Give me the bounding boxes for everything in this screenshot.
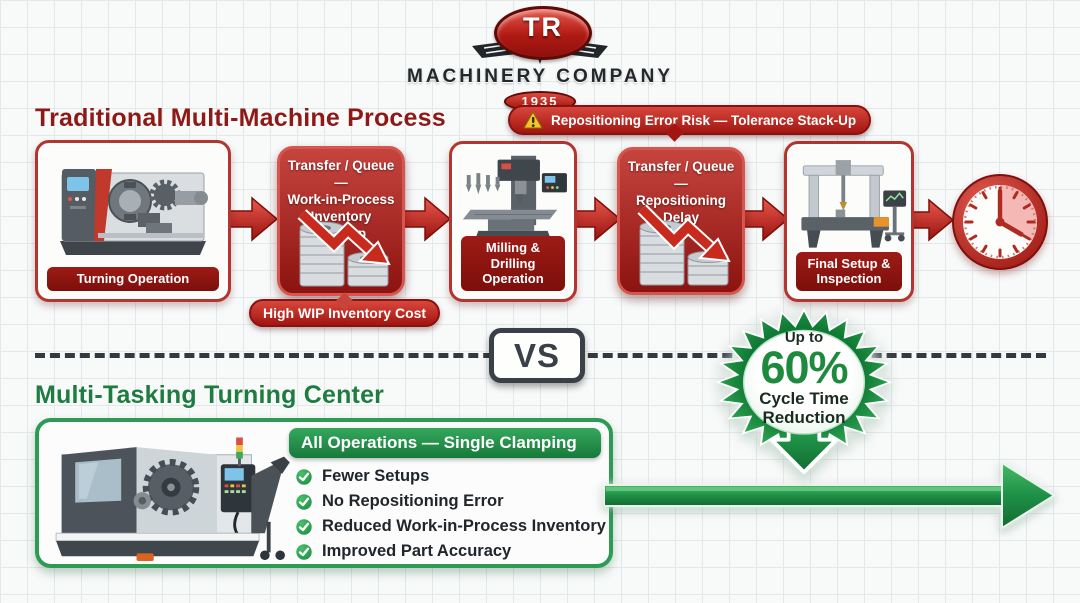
- modern-panel: All Operations — Single Clamping Fewer S…: [35, 418, 613, 568]
- vs-label: VS: [513, 336, 561, 374]
- cycle-badge-line2: Cycle Time: [759, 389, 849, 408]
- benefit-item: Reduced Work-in-Process Inventory: [295, 514, 606, 539]
- logo-company-name: MACHINERY COMPANY: [407, 66, 673, 87]
- cmm-machine-illustration: [801, 160, 907, 248]
- step-transfer-wip: Transfer / Queue — Work-in-Process Inven…: [277, 146, 405, 296]
- wip-stack-icon: [297, 209, 391, 287]
- clock-icon: [952, 174, 1048, 270]
- step-label: Milling & Drilling Operation: [461, 236, 565, 291]
- green-flow-arrow-icon: [604, 461, 1056, 530]
- wip-stack-icon: [637, 204, 731, 286]
- check-icon: [295, 517, 313, 536]
- vs-badge: VS: [489, 328, 585, 383]
- cycle-badge-line3: Reduction: [762, 408, 846, 427]
- check-icon: [295, 467, 313, 486]
- step-label: Final Setup & Inspection: [796, 251, 902, 291]
- step-final-inspection: Final Setup & Inspection: [784, 141, 914, 302]
- traditional-section-title: Traditional Multi-Machine Process: [35, 104, 446, 132]
- modern-section-title: Multi-Tasking Turning Center: [35, 381, 385, 409]
- step-label: Turning Operation: [47, 267, 219, 291]
- warning-icon: [523, 111, 543, 129]
- logo-oval: TR: [494, 6, 592, 60]
- benefit-item: No Repositioning Error: [295, 489, 606, 514]
- check-icon: [295, 542, 313, 561]
- cycle-badge-text: Up to 60% Cycle Time Reduction: [734, 329, 874, 427]
- benefit-label: Improved Part Accuracy: [322, 542, 512, 560]
- panel-header-label: All Operations — Single Clamping: [301, 433, 577, 452]
- step-turning-operation: Turning Operation: [35, 140, 231, 302]
- step-milling-drilling: Milling & Drilling Operation: [449, 141, 577, 302]
- benefit-item: Fewer Setups: [295, 464, 606, 489]
- wip-cost-label: High WIP Inventory Cost: [263, 305, 427, 321]
- turning-center-illustration: [55, 437, 290, 562]
- cycle-badge-value: 60%: [760, 342, 848, 393]
- benefit-label: Reduced Work-in-Process Inventory: [322, 517, 606, 535]
- cycle-badge-prefix: Up to: [784, 329, 824, 346]
- check-icon: [295, 492, 313, 511]
- step-label: Transfer / Queue — Work-in-Process Inven…: [287, 158, 395, 241]
- warning-badge-label: Repositioning Error Risk — Tolerance Sta…: [551, 112, 857, 128]
- benefits-list: Fewer Setups No Repositioning Error Redu…: [295, 464, 606, 564]
- logo-initials: TR: [523, 12, 563, 42]
- cycle-time-starburst: [715, 307, 893, 475]
- benefit-label: No Repositioning Error: [322, 492, 504, 510]
- benefit-label: Fewer Setups: [322, 467, 430, 485]
- panel-header: All Operations — Single Clamping: [289, 428, 601, 458]
- logo-emblem: TR: [450, 6, 630, 64]
- step-transfer-repositioning: Transfer / Queue — Repositioning Delay: [617, 147, 745, 295]
- turning-machine-illustration: [60, 169, 208, 255]
- warning-badge: Repositioning Error Risk — Tolerance Sta…: [508, 105, 872, 142]
- wip-cost-badge: High WIP Inventory Cost: [249, 292, 441, 327]
- company-logo: TR MACHINERY COMPANY 1935: [0, 6, 1080, 112]
- benefit-item: Improved Part Accuracy: [295, 539, 606, 564]
